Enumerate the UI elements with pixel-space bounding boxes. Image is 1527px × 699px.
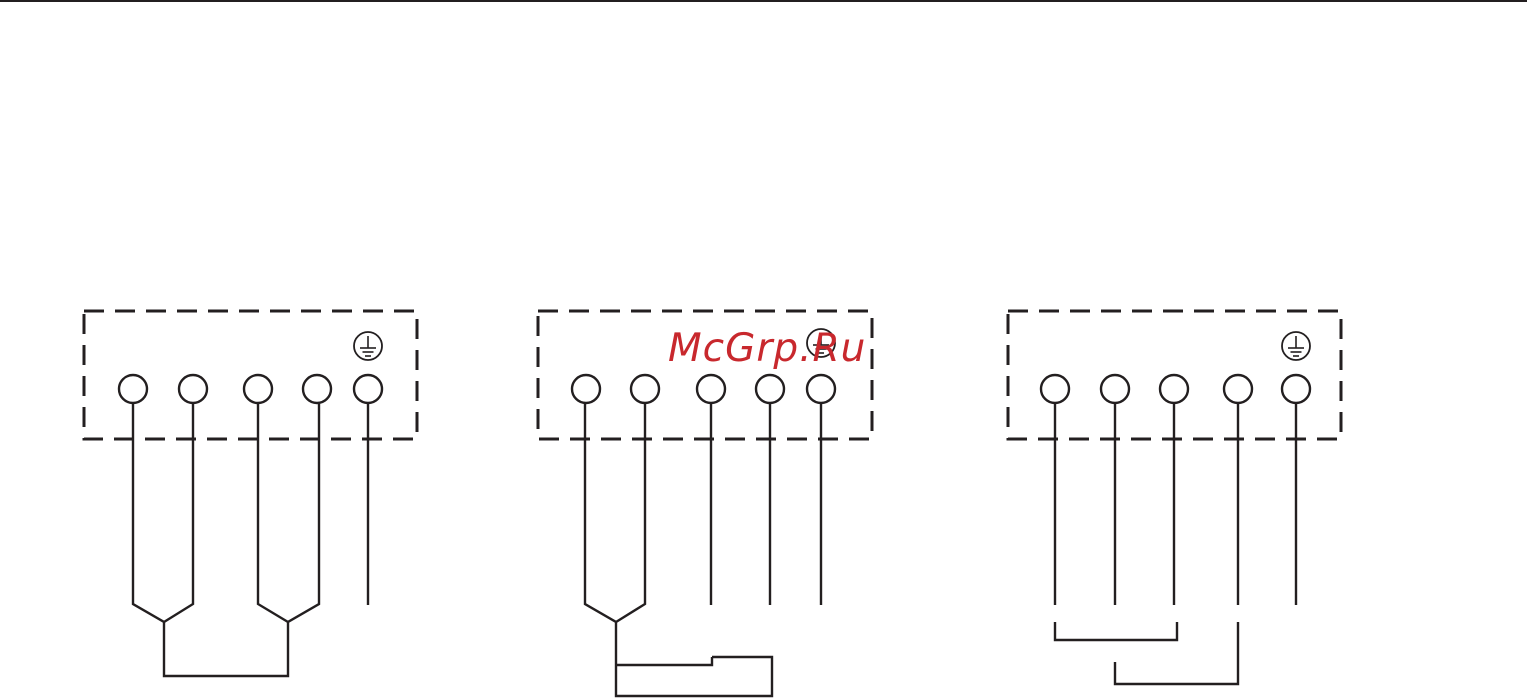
jumper-wire-c — [616, 657, 712, 665]
terminal-3 — [1160, 375, 1188, 403]
terminal-2 — [631, 375, 659, 403]
diagram-1 — [84, 311, 417, 676]
terminal-4 — [303, 375, 331, 403]
terminal-1 — [119, 375, 147, 403]
terminal-3 — [697, 375, 725, 403]
terminal-1 — [572, 375, 600, 403]
diagram-3 — [1008, 311, 1341, 684]
terminal-earth — [354, 375, 382, 403]
jumper-wire-b — [164, 403, 193, 622]
terminal-2 — [179, 375, 207, 403]
terminal-1 — [1041, 375, 1069, 403]
watermark-text: McGrp.Ru — [668, 326, 866, 371]
terminal-earth — [1282, 375, 1310, 403]
terminal-4 — [1224, 375, 1252, 403]
earth-ground-icon — [354, 332, 382, 360]
jumper-wire-a — [585, 403, 772, 696]
terminal-earth — [807, 375, 835, 403]
terminal-4 — [756, 375, 784, 403]
terminal-3 — [244, 375, 272, 403]
jumper-wire-c — [258, 403, 288, 622]
earth-ground-icon — [1282, 332, 1310, 360]
jumper-wire-a — [133, 403, 319, 676]
terminal-2 — [1101, 375, 1129, 403]
jumper-wire-b — [616, 403, 645, 622]
jumper-bracket-a — [1055, 622, 1177, 640]
